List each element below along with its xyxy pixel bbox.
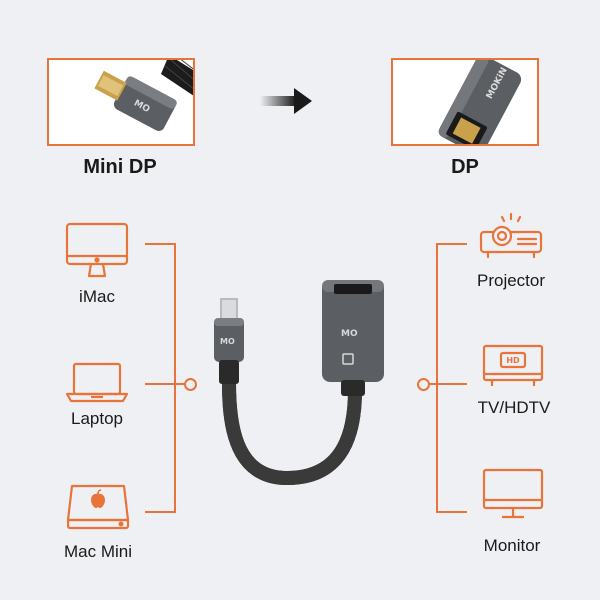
mini-dp-plug-photo: MO <box>94 60 193 131</box>
adapter-photo: MO MO <box>205 280 405 490</box>
tv-label: TV/HDTV <box>477 398 551 417</box>
left-link-line <box>176 383 190 385</box>
laptop-icon <box>66 362 128 404</box>
svg-text:MO: MO <box>341 329 358 339</box>
tv-hd-badge: HD <box>506 356 520 365</box>
tv-icon: HD <box>482 344 544 390</box>
dp-socket-photo: MOKiN <box>438 60 522 144</box>
mac-mini-label: Mac Mini <box>63 542 132 561</box>
right-vertical-line <box>436 243 438 513</box>
mac-mini-icon <box>66 484 130 530</box>
dp-title: DP <box>451 156 479 178</box>
monitor-icon <box>482 468 544 522</box>
projector-icon <box>478 212 544 262</box>
right-branch-tv <box>437 383 467 385</box>
laptop-label: Laptop <box>71 409 123 428</box>
left-branch-laptop <box>145 383 175 385</box>
imac-icon <box>64 222 130 282</box>
mini-dp-photo-box: MO <box>47 58 195 146</box>
right-branch-projector <box>437 243 467 245</box>
projector-label: Projector <box>476 271 546 290</box>
imac-label: iMac <box>79 287 115 306</box>
mini-dp-title: Mini DP <box>83 156 157 178</box>
arrow-right-icon <box>260 88 314 114</box>
left-branch-macmini <box>145 511 175 513</box>
right-branch-monitor <box>437 511 467 513</box>
left-junction-dot <box>184 378 197 391</box>
right-link-line <box>424 383 436 385</box>
right-junction-dot <box>417 378 430 391</box>
left-vertical-line <box>174 243 176 513</box>
svg-text:MO: MO <box>220 337 235 346</box>
dp-photo-box: MOKiN <box>391 58 539 146</box>
left-branch-imac <box>145 243 175 245</box>
monitor-label: Monitor <box>483 536 541 555</box>
